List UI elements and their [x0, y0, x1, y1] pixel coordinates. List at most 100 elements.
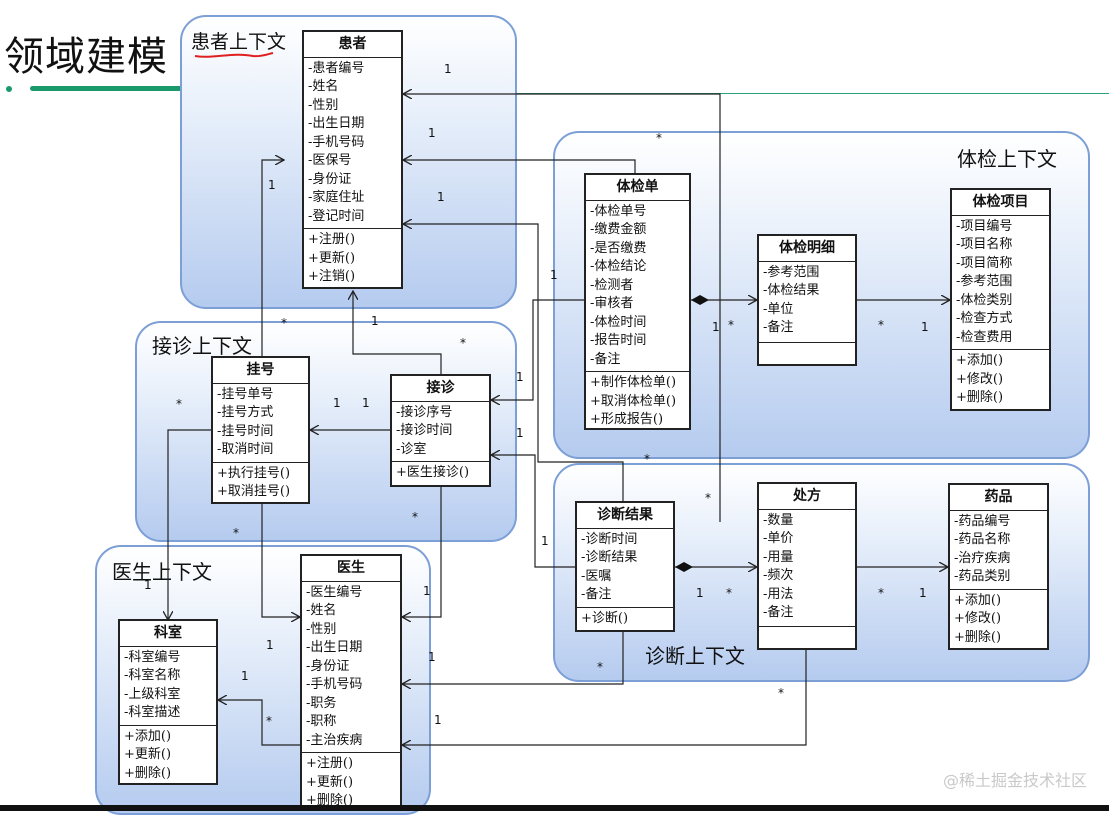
multiplicity-label: *	[460, 336, 466, 350]
multiplicity-label: *	[412, 510, 418, 524]
watermark: @稀土掘金技术社区	[942, 771, 1087, 790]
multiplicity-label: *	[656, 131, 662, 145]
operation: +取消挂号()	[217, 484, 291, 499]
attribute: -参考范围	[763, 264, 820, 280]
operation: +形成报告()	[590, 412, 664, 427]
title-dot	[6, 86, 12, 92]
attribute: -科室名称	[124, 668, 181, 683]
attribute-list: -患者编号-姓名-性别-出生日期-手机号码-医保号-身份证-家庭住址-登记时间	[304, 58, 401, 229]
attribute: -性别	[308, 97, 339, 113]
class-name: 体检明细	[759, 236, 855, 262]
class-drug[interactable]: 药品 -药品编号-药品名称-治疗疾病-药品类别 +添加()+修改()+删除()	[948, 483, 1049, 650]
operation: +添加()	[954, 592, 1002, 608]
attribute: -手机号码	[308, 134, 365, 150]
context-label-patient: 患者上下文	[191, 31, 287, 53]
operation: +删除()	[956, 390, 1004, 405]
operation: +更新()	[308, 250, 356, 266]
multiplicity-label: 1	[516, 426, 524, 440]
attribute: -体检时间	[590, 314, 647, 330]
multiplicity-label: 1	[437, 190, 445, 204]
multiplicity-label: 1	[444, 62, 452, 76]
attribute: -挂号单号	[217, 386, 274, 402]
multiplicity-label: *	[233, 526, 239, 540]
class-patient[interactable]: 患者 -患者编号-姓名-性别-出生日期-手机号码-医保号-身份证-家庭住址-登记…	[302, 30, 403, 289]
class-exam-item[interactable]: 体检项目 -项目编号-项目名称-项目简称-参考范围-体检类别-检查方式-检查费用…	[950, 188, 1051, 411]
attribute: -治疗疾病	[954, 550, 1011, 566]
attribute: -药品名称	[954, 532, 1011, 547]
multiplicity-label: 1	[371, 314, 379, 328]
attribute-list: -药品编号-药品名称-治疗疾病-药品类别	[950, 511, 1047, 590]
attribute: -频次	[763, 568, 794, 583]
attribute: -药品类别	[954, 569, 1011, 584]
attribute: -用量	[763, 549, 794, 565]
attribute: -出生日期	[306, 640, 363, 655]
attribute: -审核者	[590, 296, 634, 311]
attribute: -备注	[581, 587, 612, 602]
multiplicity-label: *	[176, 397, 182, 411]
class-prescription[interactable]: 处方 -数量-单价-用量-频次-用法-备注	[757, 482, 857, 650]
attribute-list: -科室编号-科室名称-上级科室-科室描述	[120, 647, 216, 726]
operation-list: +注册()+更新()+注销()	[304, 229, 401, 289]
attribute: -是否缴费	[590, 240, 647, 256]
multiplicity-label: *	[728, 318, 734, 332]
class-diagnosis-result[interactable]: 诊断结果 -诊断时间-诊断结果-医嘱-备注 +诊断()	[575, 501, 675, 632]
attribute-list: -诊断时间-诊断结果-医嘱-备注	[577, 529, 673, 608]
multiplicity-label: 1	[266, 638, 274, 652]
class-department[interactable]: 科室 -科室编号-科室名称-上级科室-科室描述 +添加()+更新()+删除()	[118, 619, 218, 785]
page-title: 领域建模	[4, 34, 168, 80]
attribute-list: -体检单号-缴费金额-是否缴费-体检结论-检测者-审核者-体检时间-报告时间-备…	[586, 201, 689, 372]
attribute: -接诊序号	[396, 404, 453, 420]
operation-list: +添加()+修改()+删除()	[950, 590, 1047, 650]
operation-list: +诊断()	[577, 608, 673, 631]
operation-list: +执行挂号() +取消挂号()	[213, 463, 308, 504]
operation: +诊断()	[581, 610, 629, 626]
multiplicity-label: 1	[696, 586, 704, 600]
operation: +修改()	[954, 611, 1002, 626]
context-label-visit: 接诊上下文	[152, 334, 252, 358]
class-reception[interactable]: 接诊 -接诊序号-接诊时间-诊室 +医生接诊()	[390, 374, 491, 487]
attribute: -体检类别	[956, 292, 1013, 308]
context-label-diagnosis: 诊断上下文	[645, 644, 745, 668]
class-name: 诊断结果	[577, 503, 673, 529]
attribute: -医嘱	[581, 568, 612, 584]
attribute: -项目编号	[956, 218, 1013, 234]
operation: +删除()	[124, 765, 172, 781]
attribute-list: -参考范围-体检结果-单位-备注	[759, 262, 855, 343]
class-exam-detail[interactable]: 体检明细 -参考范围-体检结果-单位-备注	[757, 234, 857, 366]
attribute: -用法	[763, 586, 794, 602]
attribute: -数量	[763, 512, 794, 528]
operation: +更新()	[306, 774, 354, 790]
attribute: -身份证	[308, 171, 352, 187]
attribute: -缴费金额	[590, 222, 647, 237]
class-name: 接诊	[392, 376, 489, 402]
attribute: -项目简称	[956, 255, 1013, 271]
class-exam-order[interactable]: 体检单 -体检单号-缴费金额-是否缴费-体检结论-检测者-审核者-体检时间-报告…	[584, 173, 691, 430]
multiplicity-label: *	[778, 686, 784, 700]
multiplicity-label: 1	[144, 578, 152, 592]
attribute-list: -医生编号-姓名-性别-出生日期-身份证-手机号码-职务-职称-主治疾病	[302, 582, 400, 753]
class-name: 医生	[302, 556, 400, 582]
attribute: -家庭住址	[308, 190, 365, 205]
multiplicity-label: *	[644, 452, 650, 466]
operation-list: +添加() +修改() +删除()	[952, 350, 1049, 410]
class-doctor[interactable]: 医生 -医生编号-姓名-性别-出生日期-身份证-手机号码-职务-职称-主治疾病 …	[300, 554, 402, 811]
multiplicity-label: 1	[362, 396, 370, 410]
multiplicity-label: *	[878, 318, 884, 332]
class-registration[interactable]: 挂号 -挂号单号-挂号方式-挂号时间-取消时间 +执行挂号()+取消挂号()	[211, 356, 310, 504]
context-label-exam: 体检上下文	[957, 147, 1057, 171]
multiplicity-label: 1	[516, 370, 524, 384]
attribute: -诊断时间	[581, 531, 638, 547]
operation: +修改()	[956, 371, 1004, 387]
operation: +注销()	[308, 269, 356, 284]
operation: +取消体检单()	[590, 393, 677, 409]
attribute: -备注	[763, 320, 794, 335]
class-name: 挂号	[213, 358, 308, 384]
operation: +添加()	[124, 728, 172, 744]
attribute: -体检结论	[590, 259, 647, 274]
multiplicity-label: 1	[921, 320, 929, 334]
title-accent-bar	[30, 86, 190, 91]
operation: +添加()	[956, 353, 1004, 368]
class-name: 科室	[120, 621, 216, 647]
multiplicity-label: 1	[434, 713, 442, 727]
operation: +执行挂号()	[217, 465, 291, 481]
